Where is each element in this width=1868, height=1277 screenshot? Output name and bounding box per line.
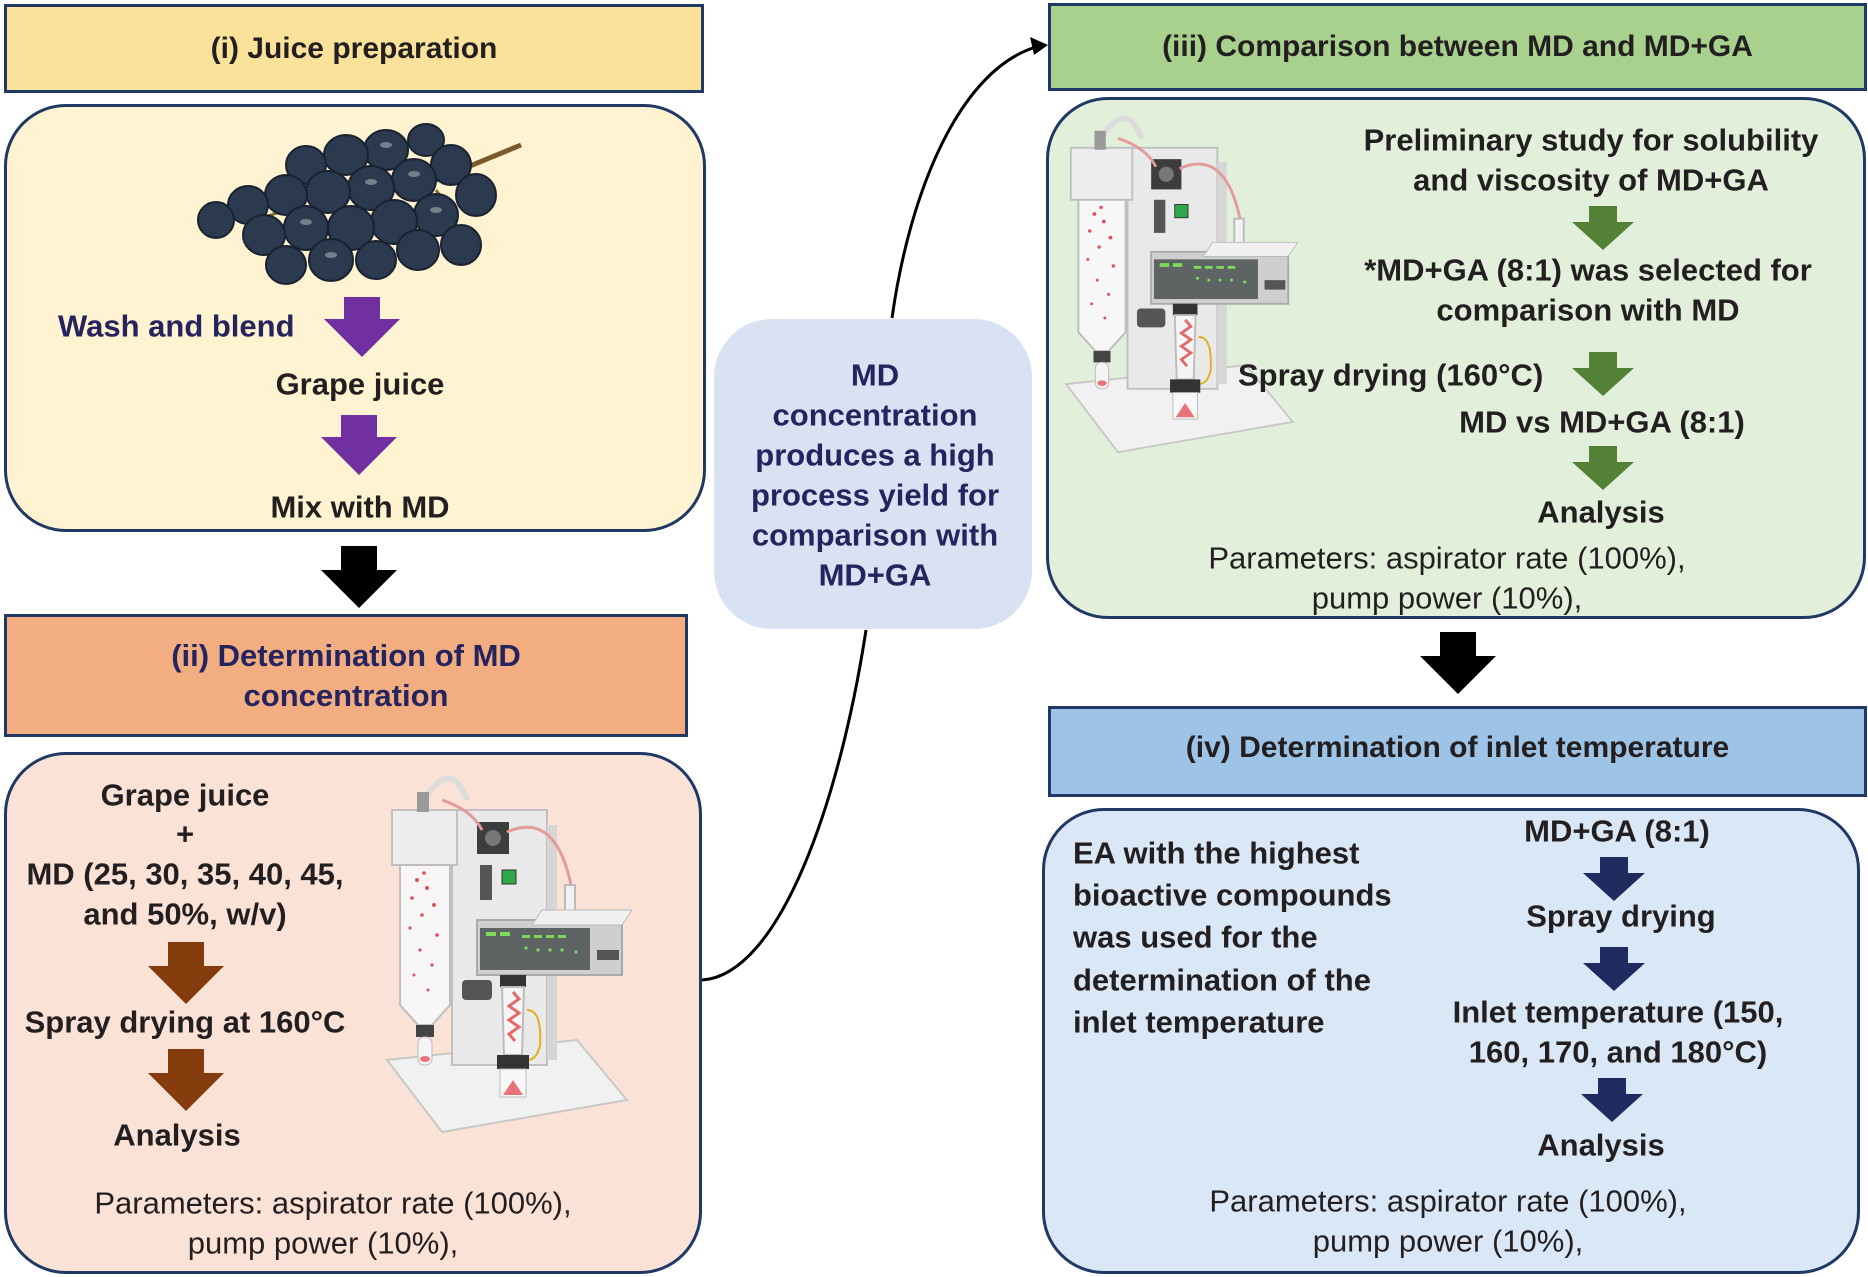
section-ii-body (4, 752, 702, 1274)
section-ii-header: (ii) Determination of MD concentration (4, 614, 688, 737)
connector-ii-to-note (701, 629, 868, 982)
conclusion-note (714, 319, 1032, 629)
parameters-line1: Parameters: aspirator rate (100%), (1209, 1183, 1687, 1219)
step-wash-and-blend: Wash and blend (58, 308, 295, 344)
result-analysis: Analysis (1537, 494, 1665, 530)
variable-inlet-temperature-cont: 160, 170, and 180°C) (1468, 1034, 1768, 1070)
section-ii-title-line2: concentration (243, 677, 449, 713)
section-iii-title: (iii) Comparison between MD and MD+GA (1162, 30, 1753, 63)
study-line2: and viscosity of MD+GA (1413, 162, 1769, 198)
step-mix-with-md: Mix with MD (270, 489, 450, 525)
collection-jar-cap (497, 1055, 529, 1069)
description-line-1: EA with the highest (1073, 835, 1360, 871)
spray-dryer-image (1064, 115, 1299, 454)
power-switch (501, 869, 517, 885)
grape-bunch-image (197, 123, 522, 285)
drying-chamber (399, 864, 451, 1026)
purple-down-arrow-icon (324, 297, 400, 357)
black-down-arrow-icon (321, 546, 397, 608)
step-grape-juice: Grape juice (275, 366, 445, 402)
process-spray-drying: Spray drying (160°C) (1238, 357, 1544, 393)
variable-inlet-temperature: Inlet temperature (150, (1452, 994, 1784, 1030)
spray-dryer-image (385, 775, 633, 1134)
connector-note-to-iii (890, 45, 1037, 319)
description-line-3: was used for the (1073, 919, 1318, 955)
input-grape-juice: Grape juice (100, 777, 270, 813)
input-plus: + (175, 816, 195, 852)
feed-tube (424, 775, 470, 802)
grape-berries (197, 123, 497, 285)
dryer-head (391, 809, 458, 866)
green-down-arrow-icon (1572, 446, 1634, 490)
cyclone-cap (500, 975, 526, 987)
compare-md-vs-mdga: MD vs MD+GA (8:1) (1459, 404, 1745, 440)
note-line-6: MD+GA (818, 557, 932, 593)
brown-down-arrow-icon (148, 942, 224, 1004)
parameters-line2: pump power (10%), (187, 1225, 459, 1261)
study-line1: Preliminary study for solubility (1363, 122, 1819, 158)
pump-tubing (441, 798, 574, 891)
connector-arrowhead (1030, 37, 1048, 55)
brown-down-arrow-icon (148, 1049, 224, 1111)
navy-down-arrow-icon (1581, 1078, 1643, 1122)
note-line-4: process yield for (750, 477, 1000, 513)
green-down-arrow-icon (1572, 352, 1634, 396)
selected-line2: comparison with MD (1436, 292, 1740, 328)
result-analysis: Analysis (1537, 1127, 1665, 1163)
navy-down-arrow-icon (1583, 857, 1645, 901)
spray-particles (408, 871, 439, 992)
parameters-line2: pump power (10%), (1311, 580, 1583, 616)
section-iv-header: (iv) Determination of inlet temperature (1048, 706, 1867, 797)
parameters-line2: pump power (10%), (1312, 1223, 1584, 1259)
section-iv-title: (iv) Determination of inlet temperature (1185, 731, 1730, 764)
input-md-concentrations-cont: and 50%, w/v) (83, 896, 287, 932)
section-ii-title-line1: (ii) Determination of MD (171, 637, 521, 673)
description-line-2: bioactive compounds (1073, 877, 1392, 913)
parameters-line1: Parameters: aspirator rate (100%), (1208, 540, 1686, 576)
green-down-arrow-icon (1572, 206, 1634, 250)
process-spray-drying: Spray drying at 160°C (24, 1004, 346, 1040)
parameters-line1: Parameters: aspirator rate (100%), (94, 1185, 572, 1221)
section-i-title: (i) Juice preparation (210, 31, 498, 65)
description-line-4: determination of the (1073, 962, 1371, 998)
note-line-2: concentration (772, 397, 978, 433)
result-analysis: Analysis (113, 1117, 241, 1153)
selected-line1: *MD+GA (8:1) was selected for (1364, 252, 1812, 288)
section-iii-header: (iii) Comparison between MD and MD+GA (1048, 3, 1867, 91)
navy-down-arrow-icon (1583, 947, 1645, 991)
note-line-1: MD (850, 357, 900, 393)
section-iv-body (1042, 808, 1860, 1274)
note-line-5: comparison with (751, 517, 999, 553)
description-line-5: inlet temperature (1073, 1004, 1325, 1040)
process-spray-drying: Spray drying (1526, 898, 1716, 934)
black-down-arrow-icon (1420, 632, 1496, 694)
section-i-header: (i) Juice preparation (4, 4, 704, 93)
purple-down-arrow-icon (321, 415, 397, 475)
input-md-concentrations: MD (25, 30, 35, 40, 45, (26, 856, 344, 892)
note-line-3: produces a high (755, 437, 995, 473)
input-mdga: MD+GA (8:1) (1524, 813, 1710, 849)
